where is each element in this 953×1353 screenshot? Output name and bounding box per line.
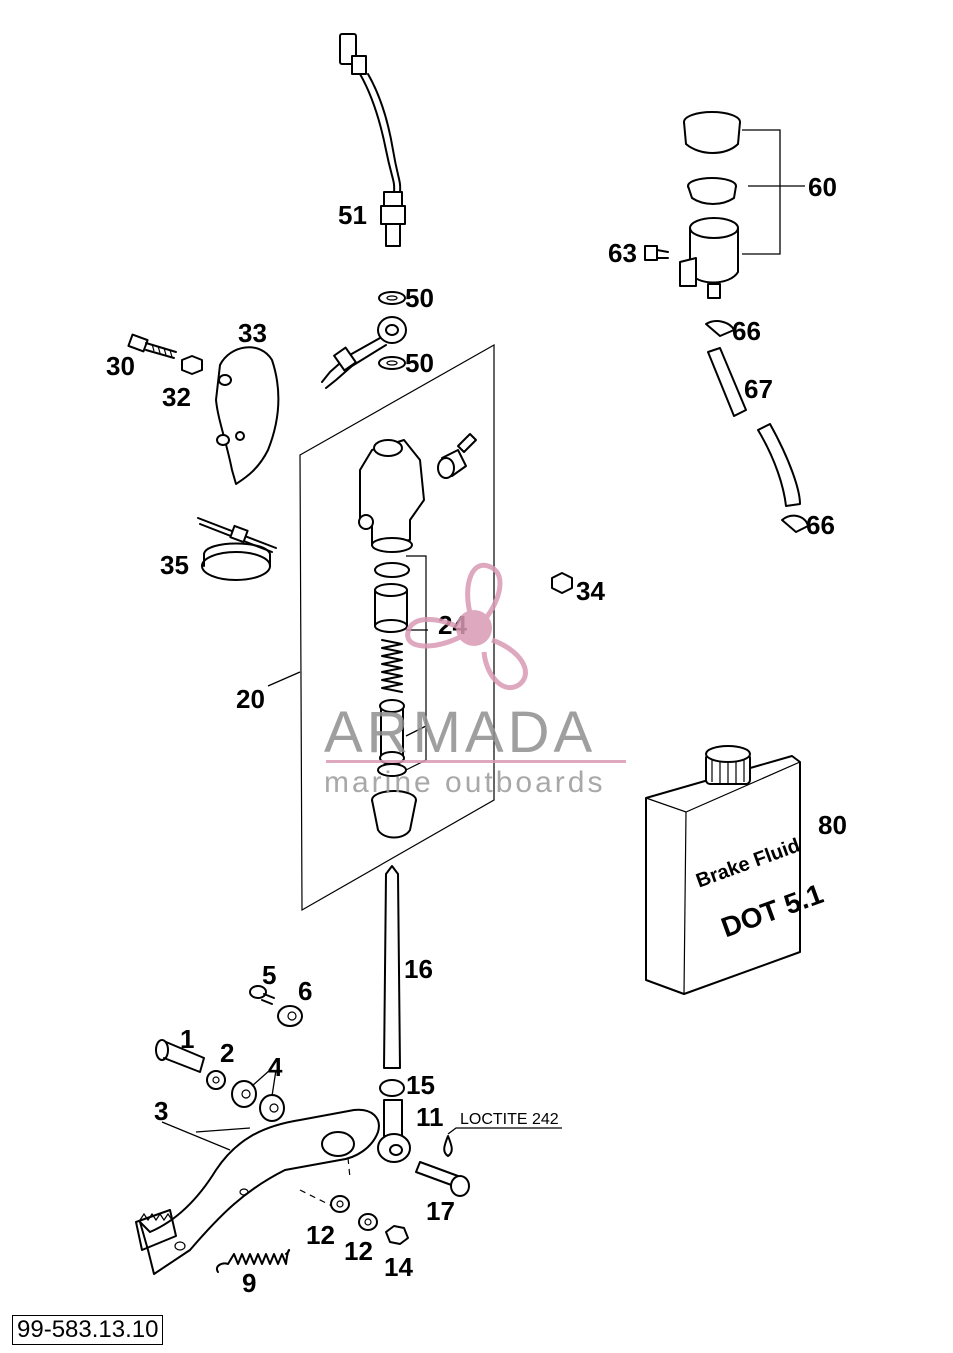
washer-12b: [358, 1213, 378, 1231]
armada-watermark: ARMADA marine outboards: [324, 562, 626, 799]
callout-17: 17: [426, 1196, 455, 1226]
watermark-brand: ARMADA: [324, 700, 596, 765]
pin-1: [155, 1039, 205, 1073]
callout-32: 32: [162, 382, 191, 412]
screw-63: [644, 245, 669, 261]
clevis-11: [377, 1099, 411, 1163]
clamp-66-top: [705, 320, 735, 337]
watermark-tagline: marine outboards: [324, 766, 605, 799]
callout-14: 14: [384, 1252, 413, 1282]
nut-15: [379, 1079, 405, 1097]
banjo-fitting: [321, 316, 407, 389]
nut-32: [181, 355, 203, 375]
nut-14: [385, 1225, 409, 1245]
callout-35: 35: [160, 550, 189, 580]
sleeve: [374, 583, 408, 633]
propeller-logo-icon: [405, 562, 528, 691]
callout-51: 51: [338, 200, 367, 230]
brake-fluid-can: [645, 745, 801, 995]
return-spring-9: [216, 1249, 291, 1273]
circlip: [377, 763, 407, 777]
callout-2: 2: [220, 1038, 234, 1068]
callout-60: 60: [808, 172, 837, 202]
bolt-17: [415, 1161, 470, 1197]
assembly-20-outline: [299, 343, 495, 912]
callout-80: 80: [818, 810, 847, 840]
bushing-4a: [231, 1080, 257, 1108]
callout-50-top: 50: [405, 283, 434, 313]
drawing-code: 99-583.13.10: [12, 1315, 164, 1345]
loctite-drop: [443, 1135, 453, 1157]
callout-50-bottom: 50: [405, 348, 434, 378]
washer-50-bottom: [378, 356, 406, 370]
washer-12a: [330, 1195, 350, 1213]
brake-pedal-3: [135, 1108, 380, 1275]
reservoir-60: [679, 111, 741, 299]
spacer-6: [277, 1005, 303, 1027]
washer-2: [206, 1070, 226, 1090]
callout-15: 15: [406, 1070, 435, 1100]
brake-light-switch: [339, 33, 406, 247]
push-rod-16: [383, 865, 401, 1069]
nut-34: [551, 572, 573, 594]
cable-tie-35: [197, 517, 277, 581]
elbow-fitting: [437, 433, 477, 479]
spring: [381, 639, 403, 693]
callout-20: 20: [236, 684, 265, 714]
o-ring: [374, 562, 410, 578]
washer-50-top: [378, 291, 406, 305]
callout-66-top: 66: [732, 316, 761, 346]
loctite-note: LOCTITE 242: [460, 1111, 559, 1128]
callout-1: 1: [180, 1024, 194, 1054]
heel-guard-33: [215, 346, 280, 485]
hose-67: [707, 347, 801, 507]
callout-11: 11: [416, 1102, 444, 1132]
clamp-66-bottom: [781, 514, 809, 533]
callout-6: 6: [298, 976, 312, 1006]
callout-4: 4: [268, 1052, 283, 1082]
callout-30: 30: [106, 351, 135, 381]
callout-67: 67: [744, 374, 773, 404]
callout-3: 3: [154, 1096, 168, 1126]
callout-33: 33: [238, 318, 267, 348]
callout-34: 34: [576, 576, 605, 606]
bushing-4b: [259, 1094, 285, 1122]
master-cylinder-body: [358, 439, 425, 553]
callout-66-bottom: 66: [806, 510, 835, 540]
callout-16: 16: [404, 954, 433, 984]
screw-5: [249, 985, 275, 1005]
callout-5: 5: [262, 960, 276, 990]
boot: [371, 790, 417, 839]
callout-63: 63: [608, 238, 637, 268]
callout-9: 9: [242, 1268, 256, 1298]
callout-12b: 12: [344, 1236, 373, 1266]
callout-12a: 12: [306, 1220, 335, 1250]
assembly-24-outline: [405, 555, 427, 771]
bolt-30: [127, 333, 177, 359]
